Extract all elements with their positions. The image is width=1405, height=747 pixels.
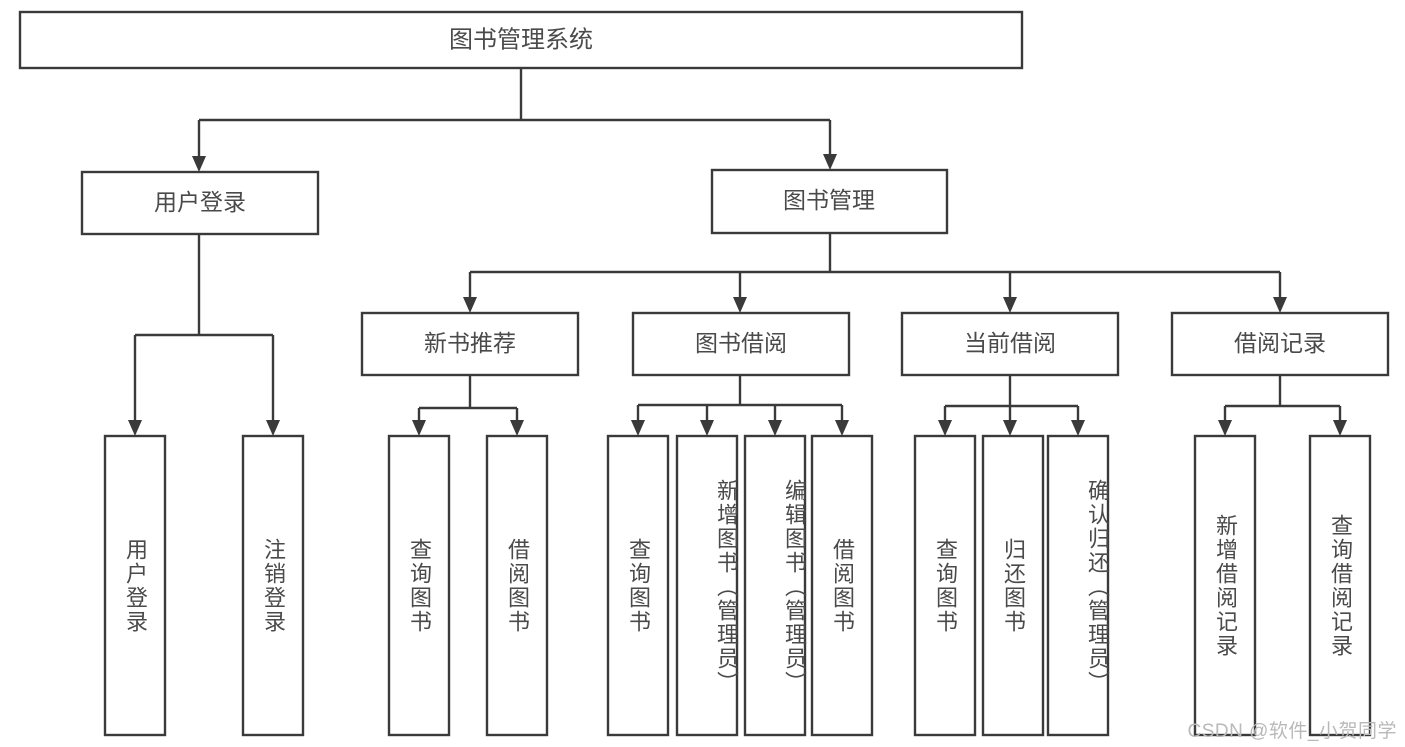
arrow-leaf-logout: [266, 420, 280, 436]
node-leaf-return-book[interactable]: [981, 434, 1045, 737]
node-leaf-logout[interactable]: [241, 434, 305, 737]
node-leaf-confirm-return[interactable]: [1046, 434, 1110, 737]
node-current-borrow[interactable]: [900, 311, 1120, 377]
arrow-leaf-borrow-book-2: [835, 420, 849, 436]
connector-layer: [128, 68, 1347, 436]
node-borrow-record[interactable]: [1170, 311, 1390, 377]
node-layer: 图书管理系统 用户登录 图书管理 新书推荐 图书借阅 当前借阅 借阅记录: [18, 10, 1390, 737]
node-leaf-query-record[interactable]: [1308, 434, 1372, 737]
node-leaf-edit-book[interactable]: [743, 434, 807, 737]
arrow-leaf-query-book-3: [938, 420, 952, 436]
arrow-to-new-book: [463, 297, 477, 313]
arrow-leaf-add-book: [700, 420, 714, 436]
arrow-leaf-add-record: [1218, 420, 1232, 436]
node-leaf-borrow-book-2[interactable]: [810, 434, 874, 737]
arrow-to-book-management: [823, 154, 837, 170]
node-leaf-query-book-2[interactable]: [606, 434, 670, 737]
arrow-leaf-query-book-1: [412, 420, 426, 436]
node-book-borrow-label: 图书借阅: [695, 330, 787, 356]
node-new-book-recommend-label: 新书推荐: [424, 330, 516, 356]
node-root-label: 图书管理系统: [449, 26, 593, 53]
arrow-to-user-login: [192, 156, 206, 172]
arrow-leaf-return-book: [1003, 420, 1017, 436]
arrow-to-current-borrow: [1003, 297, 1017, 313]
node-current-borrow-label: 当前借阅: [964, 330, 1056, 356]
node-user-login[interactable]: [80, 170, 320, 236]
arrow-leaf-confirm-return: [1071, 420, 1085, 436]
node-leaf-add-book[interactable]: [675, 434, 739, 737]
arrow-leaf-borrow-book-1: [510, 420, 524, 436]
node-leaf-add-record[interactable]: [1193, 434, 1257, 737]
arrow-to-book-borrow: [733, 297, 747, 313]
node-leaf-user-login[interactable]: [103, 434, 167, 737]
csdn-watermark: CSDN @软件_小贺同学: [1187, 721, 1397, 742]
arrow-leaf-query-record: [1333, 420, 1347, 436]
arrow-leaf-query-book-2: [631, 420, 645, 436]
node-leaf-borrow-book-1[interactable]: [485, 434, 549, 737]
node-leaf-query-book-3[interactable]: [913, 434, 977, 737]
arrow-to-borrow-record: [1273, 297, 1287, 313]
node-leaf-query-book-1[interactable]: [387, 434, 451, 737]
node-book-management-label: 图书管理: [783, 187, 875, 213]
node-book-borrow[interactable]: [631, 311, 851, 377]
node-borrow-record-label: 借阅记录: [1234, 330, 1326, 356]
arrow-leaf-user-login: [128, 420, 142, 436]
node-book-management[interactable]: [710, 168, 949, 235]
node-user-login-label: 用户登录: [154, 189, 246, 215]
node-root[interactable]: [18, 10, 1024, 70]
node-new-book-recommend[interactable]: [360, 311, 580, 377]
arrow-leaf-edit-book: [768, 420, 782, 436]
